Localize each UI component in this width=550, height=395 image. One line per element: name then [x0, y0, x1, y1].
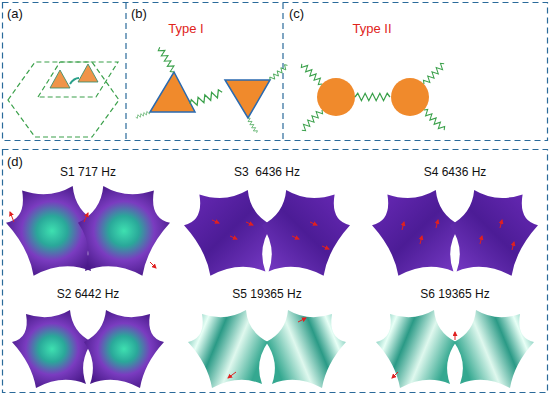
panel-letter: (b): [131, 7, 147, 21]
panel-letter: (c): [289, 7, 304, 21]
panel-letter: (a): [7, 7, 23, 21]
mode-label: S5 19365 Hz: [232, 288, 301, 301]
mode-label: S1 717 Hz: [60, 166, 116, 179]
panel-letter: (d): [7, 155, 23, 169]
mode-label: S6 19365 Hz: [420, 288, 489, 301]
mode-label: S3 6436 Hz: [234, 166, 300, 179]
type-label: Type II: [352, 22, 391, 36]
mode-label: S2 6442 Hz: [57, 288, 120, 301]
mode-label: S4 6436 Hz: [424, 166, 487, 179]
type-label: Type I: [168, 22, 203, 36]
